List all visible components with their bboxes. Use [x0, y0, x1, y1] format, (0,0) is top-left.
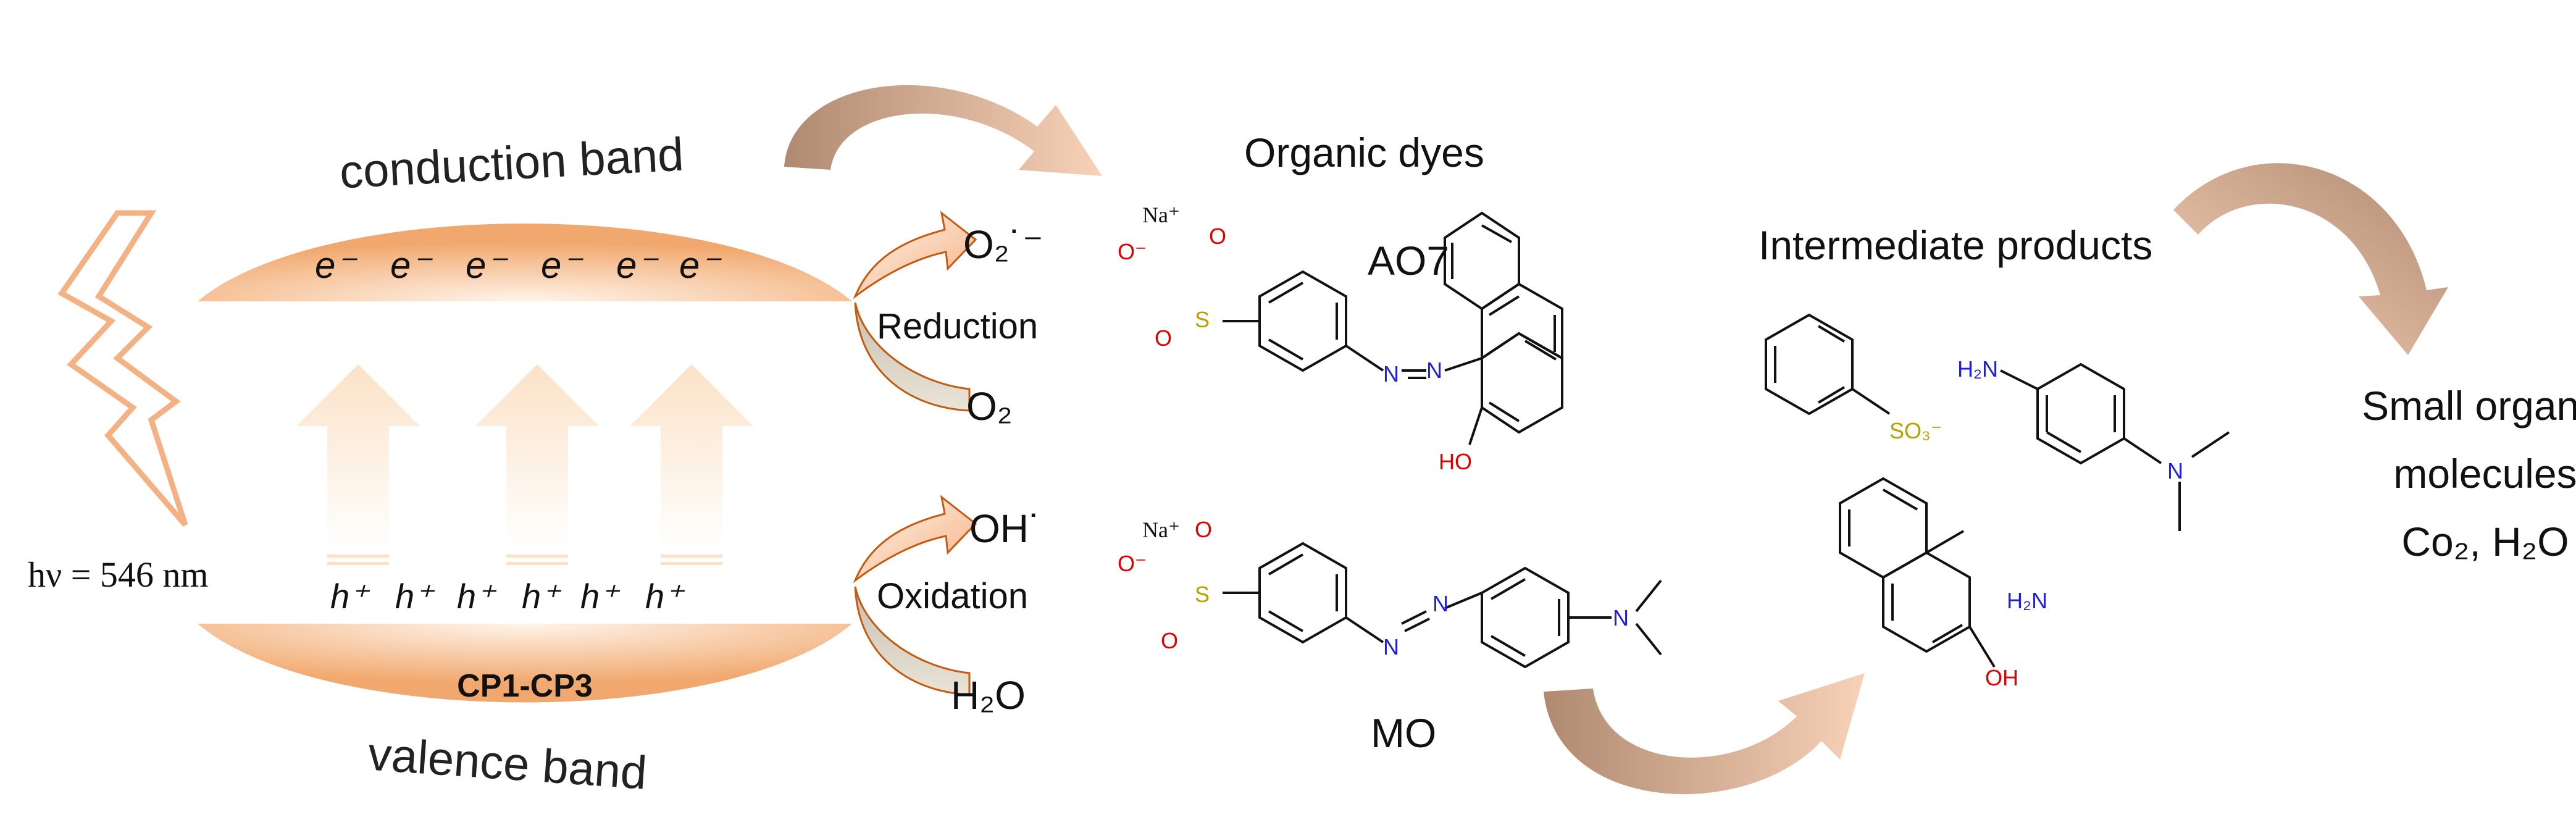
hole-3: h⁺ — [457, 577, 497, 616]
final-line-3: Co₂, H₂O — [2401, 519, 2569, 564]
oxidation-label: Oxidation — [877, 576, 1028, 616]
mo-atoms: Na⁺ O⁻ S O O N N N — [1118, 517, 1629, 660]
amine-structure — [2000, 362, 2230, 531]
organic-dyes-heading: Organic dyes — [1244, 130, 1484, 175]
ao7-o-bottom: O — [1155, 325, 1172, 351]
reduction-arrow-icon — [853, 211, 977, 412]
electron-2: e⁻ — [390, 245, 433, 286]
ao7-n2: N — [1426, 358, 1442, 383]
hole-4: h⁺ — [522, 577, 562, 616]
up-arrow-icon — [630, 364, 753, 565]
electron-5: e⁻ — [616, 245, 659, 286]
ao7-na: Na⁺ — [1142, 203, 1180, 227]
curved-arrow-icon — [1544, 673, 1865, 795]
aminonaphthol-structure — [1839, 477, 1996, 668]
mo-na: Na⁺ — [1142, 517, 1180, 542]
ao7-atoms: Na⁺ O⁻ S O O N N HO — [1118, 203, 1472, 474]
hole-5: h⁺ — [580, 577, 621, 616]
mo-o-top: O — [1195, 517, 1212, 542]
electron-4: e⁻ — [541, 245, 583, 286]
water-label: H₂O — [951, 673, 1026, 718]
ao7-ho: HO — [1439, 449, 1472, 474]
mo-o-bottom: O — [1161, 628, 1178, 653]
hydroxyl-radical-label: OH˙ — [969, 506, 1042, 551]
electron-row: e⁻ e⁻ e⁻ e⁻ e⁻ e⁻ — [315, 245, 722, 286]
ao7-structure — [1223, 211, 1563, 445]
mo-o-minus: O⁻ — [1118, 551, 1147, 576]
aminonaphthol-h2n: H₂N — [2007, 588, 2047, 613]
up-arrow-icon — [475, 364, 599, 565]
light-wavelength-label: hν = 546 nm — [28, 555, 209, 595]
ao7-o-minus: O⁻ — [1118, 239, 1147, 264]
hole-row: h⁺ h⁺ h⁺ h⁺ h⁺ h⁺ — [330, 577, 685, 616]
oxidation-arrow-icon — [853, 495, 977, 696]
aminonaphthol-oh: OH — [1985, 665, 2018, 690]
reduction-label: Reduction — [877, 306, 1038, 346]
benzenesulfonate-structure — [1765, 313, 1891, 416]
superoxide-label: O₂˙⁻ — [963, 222, 1043, 267]
mo-n3: N — [1613, 605, 1629, 630]
mo-n1: N — [1383, 634, 1399, 660]
amine-h2n: H₂N — [1957, 356, 1998, 382]
sulfonate-label: SO₃⁻ — [1889, 418, 1942, 443]
intermediate-products-heading: Intermediate products — [1758, 222, 2152, 268]
amine-n: N — [2167, 458, 2183, 484]
lightning-icon — [57, 210, 188, 527]
material-label: CP1-CP3 — [457, 668, 593, 704]
final-line-2: molecules — [2393, 451, 2576, 496]
ao7-s: S — [1195, 307, 1210, 332]
final-line-1: Small organic — [2362, 383, 2576, 429]
hole-2: h⁺ — [395, 577, 435, 616]
conduction-band — [198, 224, 852, 301]
up-arrow-icon — [296, 364, 420, 565]
mo-name: MO — [1371, 710, 1436, 756]
valence-band — [198, 624, 852, 703]
hole-1: h⁺ — [330, 577, 370, 616]
mo-s: S — [1195, 582, 1210, 607]
mo-structure — [1223, 542, 1662, 669]
electron-1: e⁻ — [315, 245, 358, 286]
electron-6: e⁻ — [679, 245, 722, 286]
ao7-o-top: O — [1209, 224, 1226, 249]
conduction-band-label: conduction band — [338, 128, 685, 198]
curved-arrow-icon — [2173, 163, 2448, 355]
ao7-name: AO7 — [1368, 238, 1449, 283]
valence-band-label: valence band — [366, 727, 648, 799]
excitation-arrows — [296, 364, 753, 565]
oxygen-label: O₂ — [966, 384, 1013, 429]
electron-3: e⁻ — [466, 245, 508, 286]
curved-arrow-icon — [784, 85, 1102, 176]
ao7-n1: N — [1383, 361, 1399, 387]
mo-n2: N — [1432, 591, 1449, 616]
hole-6: h⁺ — [645, 577, 685, 616]
